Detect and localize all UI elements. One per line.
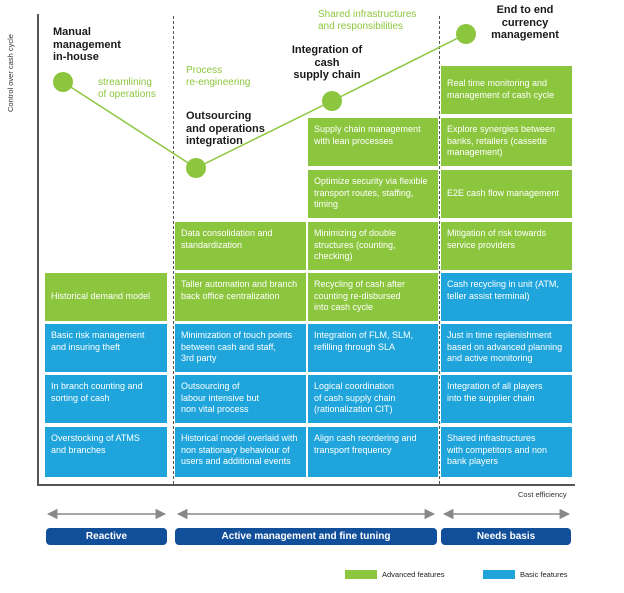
legend-basic-label: Basic features: [520, 570, 568, 579]
stage-manual: Manual management in-house: [53, 26, 121, 63]
cell-text: Optimize security via flexible transport…: [314, 176, 428, 209]
col3-cell-3: Minimizing of double structures (countin…: [308, 222, 438, 270]
cell-text: Real time monitoring and management of c…: [447, 78, 555, 100]
column-separator-2: [439, 16, 440, 484]
col1-cell-3: In branch counting and sorting of cash: [45, 375, 167, 423]
cell-text: Data consolidation and standardization: [181, 228, 273, 250]
cell-text: Basic risk management and insuring theft: [51, 330, 145, 352]
legend-advanced-label: Advanced features: [382, 570, 445, 579]
col4-cell-5: Cash recycling in unit (ATM, teller assi…: [441, 273, 572, 321]
col4-cell-1: Real time monitoring and management of c…: [441, 66, 572, 114]
cell-text: Overstocking of ATMS and branches: [51, 433, 140, 455]
phase-reactive: Reactive: [46, 528, 167, 545]
col3-cell-6: Logical coordination of cash supply chai…: [308, 375, 438, 423]
cell-text: Cash recycling in unit (ATM, teller assi…: [447, 279, 559, 301]
col3-cell-7: Align cash reordering and transport freq…: [308, 427, 438, 477]
stage-outsourcing: Outsourcing and operations integration: [186, 110, 265, 147]
cell-text: Integration of all players into the supp…: [447, 381, 543, 403]
cell-text: Taller automation and branch back office…: [181, 279, 298, 301]
col1-cell-2: Basic risk management and insuring theft: [45, 324, 167, 372]
col2-cell-1: Data consolidation and standardization: [175, 222, 306, 270]
cell-text: Align cash reordering and transport freq…: [314, 433, 417, 455]
col4-cell-2: Explore synergies between banks, retaile…: [441, 118, 572, 166]
phase-active: Active management and fine tuning: [175, 528, 437, 545]
col4-cell-7: Integration of all players into the supp…: [441, 375, 572, 423]
col2-cell-5: Historical model overlaid with non stati…: [175, 427, 306, 477]
node-e2e: [456, 24, 476, 44]
cell-text: Just in time replenishment based on adva…: [447, 330, 563, 363]
node-integration: [322, 91, 342, 111]
col4-cell-6: Just in time replenishment based on adva…: [441, 324, 572, 372]
col1-cell-4: Overstocking of ATMS and branches: [45, 427, 167, 477]
cell-text: Recycling of cash after counting re-disb…: [314, 279, 406, 312]
col4-cell-8: Shared infrastructures with competitors …: [441, 427, 572, 477]
col4-cell-4: Mitigation of risk towards service provi…: [441, 222, 572, 270]
node-outsourcing: [186, 158, 206, 178]
cell-text: Integration of FLM, SLM, refilling throu…: [314, 330, 414, 352]
cell-text: Historical demand model: [51, 291, 151, 301]
column-separator-1: [173, 16, 174, 484]
cell-text: Outsourcing of labour intensive but non …: [181, 381, 260, 414]
col3-cell-1: Supply chain management with lean proces…: [308, 118, 438, 166]
stage-streamlining: streamlining of operations: [98, 77, 156, 100]
x-axis-label: Cost efficiency: [518, 490, 567, 499]
col3-cell-4: Recycling of cash after counting re-disb…: [308, 273, 438, 321]
phase-needs: Needs basis: [441, 528, 571, 545]
cell-text: Supply chain management with lean proces…: [314, 124, 421, 146]
x-axis: [37, 484, 575, 486]
cell-text: In branch counting and sorting of cash: [51, 381, 143, 403]
cell-text: Minimizing of double structures (countin…: [314, 228, 397, 261]
cell-text: Minimization of touch points between cas…: [181, 330, 293, 363]
maturity-path-line: [62, 33, 467, 169]
cell-text: Explore synergies between banks, retaile…: [447, 124, 556, 157]
col4-cell-3: E2E cash flow management: [441, 170, 572, 218]
col2-cell-4: Outsourcing of labour intensive but non …: [175, 375, 306, 423]
stage-e2e: End to end currency management: [491, 4, 559, 41]
col3-cell-2: Optimize security via flexible transport…: [308, 170, 438, 218]
legend-basic-swatch: [483, 570, 515, 579]
node-manual: [53, 72, 73, 92]
stage-shared: Shared infrastructures and responsibilit…: [318, 9, 417, 32]
cell-text: Mitigation of risk towards service provi…: [447, 228, 547, 250]
stage-integration: Integration of cash supply chain: [291, 44, 363, 81]
col1-cell-1: Historical demand model: [45, 273, 167, 321]
cell-text: E2E cash flow management: [447, 188, 560, 198]
cell-text: Shared infrastructures with competitors …: [447, 433, 548, 466]
col2-cell-2: Taller automation and branch back office…: [175, 273, 306, 321]
cell-text: Historical model overlaid with non stati…: [181, 433, 298, 466]
col2-cell-3: Minimization of touch points between cas…: [175, 324, 306, 372]
col3-cell-5: Integration of FLM, SLM, refilling throu…: [308, 324, 438, 372]
y-axis: [37, 14, 39, 484]
stage-process: Process re-engineering: [186, 65, 251, 88]
cell-text: Logical coordination of cash supply chai…: [314, 381, 396, 414]
legend-advanced-swatch: [345, 570, 377, 579]
